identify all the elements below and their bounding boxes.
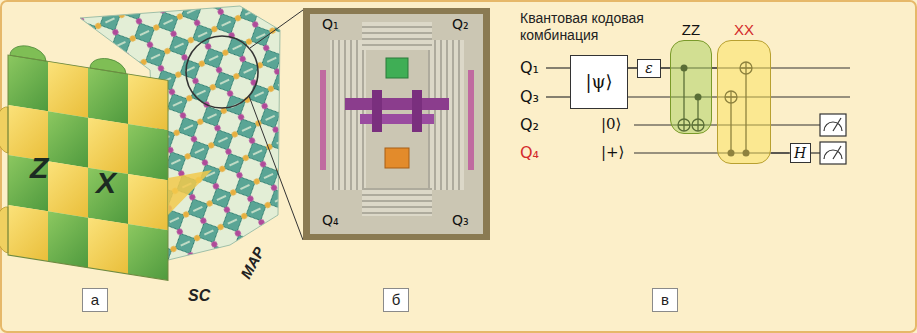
meter-arc — [824, 122, 842, 131]
xx-band: XX — [717, 20, 771, 164]
checkerboard-edge — [8, 55, 168, 280]
x-square — [48, 161, 88, 217]
z-square — [8, 55, 48, 111]
stabilizer-checkerboard — [0, 41, 168, 280]
meter-box — [820, 142, 846, 164]
meter-arc — [824, 150, 842, 159]
z-square — [128, 224, 168, 280]
coupler-bar — [412, 90, 422, 132]
circuit-caption: Квантовая кодовая комбинация — [520, 10, 665, 44]
boundary-bump — [0, 205, 8, 253]
x-square — [8, 205, 48, 261]
error-box: ε — [637, 59, 661, 78]
panel-label: в — [652, 288, 678, 312]
gate-band — [670, 40, 712, 134]
x-square — [48, 61, 88, 117]
qubit-wire — [661, 67, 670, 68]
qubit-name: Q₃ — [520, 87, 539, 106]
stabilizer-letter: Z — [30, 150, 48, 186]
zoom-line — [249, 96, 303, 240]
qubit-wire — [546, 96, 570, 97]
z-square — [88, 68, 128, 124]
qubit-name: Q₄ — [520, 143, 539, 162]
hadamard-box: H — [790, 143, 811, 163]
node-text: H — [794, 145, 806, 161]
qubit-name: Q₁ — [322, 16, 339, 33]
pointer-wedge — [168, 170, 212, 215]
node-text: ε — [645, 60, 653, 76]
node-text: в — [661, 291, 669, 308]
panel-label: а — [82, 288, 108, 312]
node-text: б — [392, 291, 401, 308]
qubit-pad — [385, 148, 409, 168]
coupler-bar — [372, 90, 382, 132]
zoom-line — [250, 10, 303, 48]
band-heading: XX — [717, 20, 771, 40]
chip-frame — [303, 8, 490, 240]
feedline — [468, 70, 474, 170]
zz-band: ZZ — [670, 20, 712, 134]
meter-needle — [833, 146, 841, 159]
qubit-wire — [628, 67, 637, 68]
coupler-bar — [345, 98, 449, 110]
feedline — [320, 70, 326, 170]
qubit-pad — [386, 58, 408, 78]
meter-box — [820, 114, 846, 136]
initial-state: |0⟩ — [601, 115, 621, 133]
resonator-meander — [362, 22, 432, 50]
node-text: XX — [734, 21, 754, 38]
stabilizer-letter: X — [96, 165, 116, 201]
node-text: |ψ⟩ — [585, 72, 612, 93]
chip-die — [310, 14, 483, 234]
qubit-wire — [546, 67, 570, 68]
qubit-wire — [810, 152, 820, 153]
x-square — [88, 118, 128, 174]
meter-needle — [833, 118, 841, 131]
z-square — [48, 211, 88, 267]
layer-name: SC — [188, 286, 210, 305]
node-text: а — [91, 291, 99, 308]
initial-state: |+⟩ — [601, 143, 624, 161]
layer-name: MAP — [237, 244, 269, 282]
x-square — [128, 74, 168, 130]
gate-band — [717, 40, 771, 164]
qubit-name: Q₂ — [452, 16, 469, 33]
qubit-name: Q₄ — [322, 212, 339, 229]
band-heading: ZZ — [670, 20, 712, 40]
zoom-circle — [186, 36, 258, 108]
z-square — [128, 124, 168, 180]
qubit-name: Q₃ — [452, 212, 469, 229]
qubit-name: Q₂ — [520, 115, 539, 134]
measurement-meter — [820, 114, 846, 136]
panel-label: б — [383, 288, 409, 312]
state-box: |ψ⟩ — [570, 55, 628, 109]
boundary-bump — [0, 105, 8, 153]
measurement-meter — [820, 142, 846, 164]
qubit-wire — [771, 152, 790, 153]
resonator-meander — [362, 188, 432, 216]
node-text: ZZ — [682, 21, 700, 38]
x-square — [128, 174, 168, 230]
x-square — [88, 218, 128, 274]
z-square — [48, 111, 88, 167]
qubit-name: Q₁ — [520, 58, 539, 77]
coupler-bar — [360, 114, 434, 124]
